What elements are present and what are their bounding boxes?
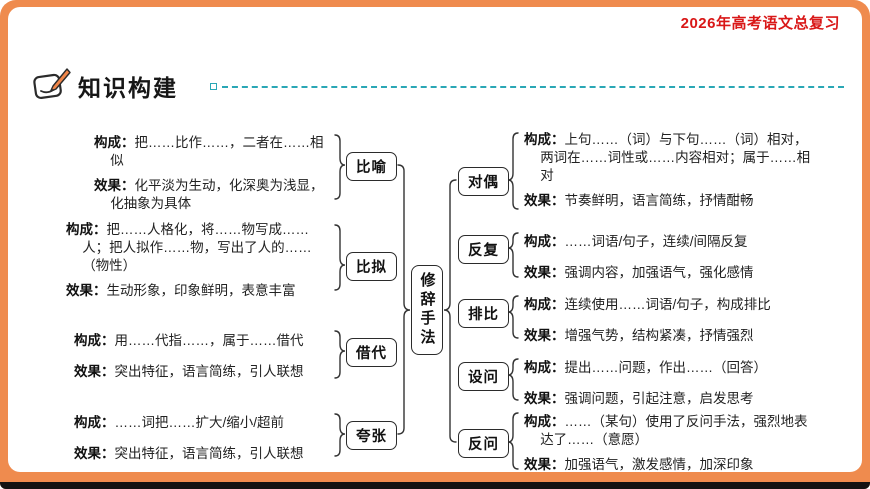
entry-text: ……（某句）使用了反问手法，强烈地表达了……（意愿） [540, 414, 808, 447]
question-answer-details: 构成：提出……问题，作出……（回答） 效果：强调问题，引起注意，启发思考 [524, 359, 820, 408]
entry-text: 节奏鲜明，语言简练，抒情酣畅 [564, 192, 754, 208]
antithesis-details: 构成：上句……（词）与下句……（词）相对，两词在……词性或……内容相对；属于……… [524, 131, 820, 210]
detail-entry: 效果：强调问题，引起注意，启发思考 [524, 390, 820, 408]
detail-entry: 构成：提出……问题，作出……（回答） [524, 359, 820, 377]
entry-label: 效果： [74, 445, 115, 461]
personification-details: 构成：把……人格化，将……物写成……人；把人拟作……物，写出了人的……（物性） … [66, 221, 334, 300]
personification-node: 比拟 [346, 252, 397, 281]
detail-entry: 构成：上句……（词）与下句……（词）相对，两词在……词性或……内容相对；属于……… [524, 131, 820, 185]
hyperbole-details: 构成：……词把……扩大/缩小/超前 效果：突出特征，语言简练，引人联想 [74, 414, 334, 463]
entry-label: 构成： [524, 360, 565, 375]
detail-entry: 效果：节奏鲜明，语言简练，抒情酣畅 [524, 192, 820, 210]
section-title: 知识构建 [78, 75, 178, 101]
entry-text: 突出特征，语言简练，引人联想 [114, 363, 304, 379]
detail-entry: 效果：增强气势，结构紧凑，抒情强烈 [524, 327, 820, 345]
course-title: 2026年高考语文总复习 [680, 15, 840, 32]
entry-text: 强调内容，加强语气，强化感情 [564, 264, 754, 280]
parallelism-details: 构成：连续使用……词语/句子，构成排比 效果：增强气势，结构紧凑，抒情强烈 [524, 296, 820, 345]
entry-label: 构成： [66, 222, 107, 237]
detail-entry: 构成：用……代指……，属于……借代 [74, 332, 334, 350]
entry-label: 构成： [524, 132, 565, 147]
entry-text: 用……代指……，属于……借代 [114, 333, 304, 348]
antithesis-node: 对偶 [458, 167, 509, 196]
entry-text: 化平淡为生动，化深奥为浅显，化抽象为具体 [110, 177, 324, 211]
question-answer-node: 设问 [458, 362, 509, 391]
detail-entry: 构成：连续使用……词语/句子，构成排比 [524, 296, 820, 314]
detail-entry: 效果：强调内容，加强语气，强化感情 [524, 264, 820, 282]
section-header: 知识构建 [24, 65, 852, 107]
entry-text: 增强气势，结构紧凑，抒情强烈 [564, 327, 754, 343]
entry-label: 构成： [524, 414, 565, 429]
entry-text: 突出特征，语言简练，引人联想 [114, 445, 304, 461]
center-node: 修辞手法 [411, 265, 443, 355]
detail-entry: 构成：把……比作……，二者在……相似 [94, 134, 334, 170]
rhetorical-question-details: 构成：……（某句）使用了反问手法，强烈地表达了……（意愿） 效果：加强语气，激发… [524, 413, 820, 474]
parallelism-node: 排比 [458, 299, 509, 328]
entry-text: 提出……问题，作出……（回答） [564, 360, 768, 375]
dashed-rule [222, 86, 844, 88]
entry-text: 连续使用……词语/句子，构成排比 [564, 297, 771, 312]
entry-text: ……词把……扩大/缩小/超前 [114, 415, 285, 430]
detail-entry: 效果：加强语气，激发感情，加深印象 [524, 456, 820, 474]
notebook-pen-icon [32, 67, 72, 108]
entry-label: 构成： [74, 415, 115, 430]
entry-text: 把……人格化，将……物写成……人；把人拟作……物，写出了人的……（物性） [82, 222, 312, 273]
mindmap: 构成：把……比作……，二者在……相似 效果：化平淡为生动，化深奥为浅显，化抽象为… [8, 115, 862, 472]
detail-entry: 效果：突出特征，语言简练，引人联想 [74, 445, 334, 463]
repetition-details: 构成：……词语/句子，连续/间隔反复 效果：强调内容，加强语气，强化感情 [524, 233, 820, 282]
detail-entry: 构成：……（某句）使用了反问手法，强烈地表达了……（意愿） [524, 413, 820, 449]
entry-label: 效果： [94, 177, 135, 193]
entry-text: 加强语气，激发感情，加深印象 [564, 456, 754, 472]
entry-text: ……词语/句子，连续/间隔反复 [564, 234, 748, 249]
entry-label: 效果： [74, 363, 115, 379]
entry-label: 效果： [524, 456, 565, 472]
entry-label: 效果： [524, 264, 565, 280]
entry-label: 构成： [524, 234, 565, 249]
entry-text: 生动形象，印象鲜明，表意丰富 [106, 282, 296, 298]
detail-entry: 效果：生动形象，印象鲜明，表意丰富 [66, 282, 334, 300]
entry-text: 强调问题，引起注意，启发思考 [564, 390, 754, 406]
detail-entry: 构成：把……人格化，将……物写成……人；把人拟作……物，写出了人的……（物性） [66, 221, 334, 275]
detail-entry: 构成：……词把……扩大/缩小/超前 [74, 414, 334, 432]
entry-label: 效果： [66, 282, 107, 298]
metonymy-node: 借代 [346, 338, 397, 367]
entry-text: 上句……（词）与下句……（词）相对，两词在……词性或……内容相对；属于……相对 [540, 132, 811, 183]
hyperbole-node: 夸张 [346, 421, 397, 450]
rhetorical-question-node: 反问 [458, 429, 509, 458]
entry-label: 构成： [524, 297, 565, 312]
metaphor-details: 构成：把……比作……，二者在……相似 效果：化平淡为生动，化深奥为浅显，化抽象为… [94, 134, 334, 213]
entry-label: 效果： [524, 327, 565, 343]
detail-entry: 效果：突出特征，语言简练，引人联想 [74, 363, 334, 381]
detail-entry: 构成：……词语/句子，连续/间隔反复 [524, 233, 820, 251]
metaphor-node: 比喻 [346, 152, 397, 181]
repetition-node: 反复 [458, 235, 509, 264]
entry-text: 把……比作……，二者在……相似 [110, 135, 324, 168]
entry-label: 构成： [94, 135, 135, 150]
rule-start-square [210, 83, 217, 90]
metonymy-details: 构成：用……代指……，属于……借代 效果：突出特征，语言简练，引人联想 [74, 332, 334, 381]
detail-entry: 效果：化平淡为生动，化深奥为浅显，化抽象为具体 [94, 177, 334, 213]
entry-label: 构成： [74, 333, 115, 348]
slide-panel: 2026年高考语文总复习 知识构建 [8, 7, 862, 472]
entry-label: 效果： [524, 192, 565, 208]
bottom-bar [0, 482, 870, 489]
entry-label: 效果： [524, 390, 565, 406]
